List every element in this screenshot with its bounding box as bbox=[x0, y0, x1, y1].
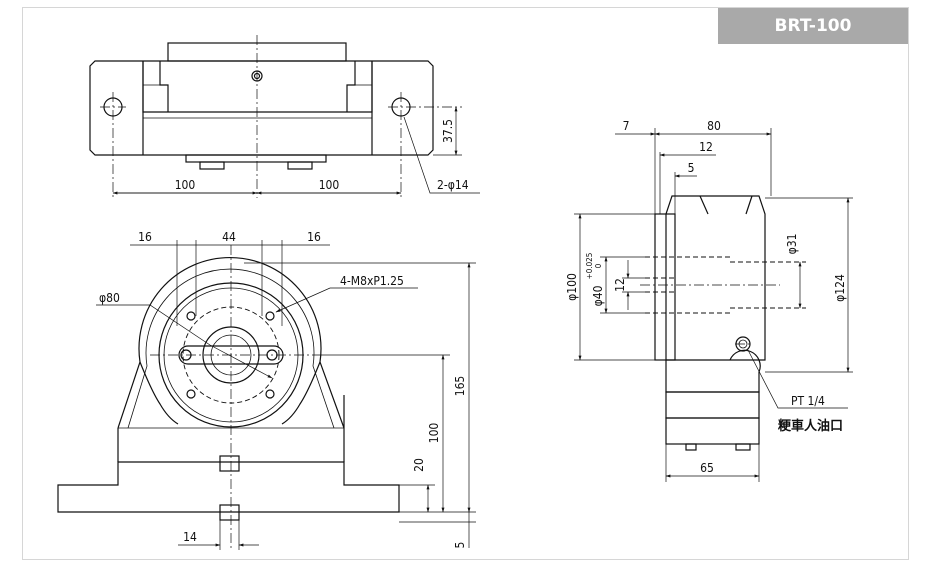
dim-bottom: 5 bbox=[453, 542, 467, 549]
dim-overall-length: 80 bbox=[707, 119, 721, 133]
dim-key: 12 bbox=[613, 278, 627, 292]
dim-thread: 4-M8xP1.25 bbox=[340, 274, 404, 288]
front-housing-outline bbox=[117, 256, 345, 429]
dim-top-right-span: 100 bbox=[319, 178, 340, 192]
dim-top-left-span: 100 bbox=[175, 178, 196, 192]
tapped-hole-icon bbox=[265, 311, 275, 321]
front-view: 16 44 16 φ80 4-M8xP1.25 165 100 20 5 14 bbox=[57, 230, 476, 550]
dim-bore-tol-upper: +0.025 bbox=[585, 253, 594, 280]
dim-total-height: 165 bbox=[453, 376, 467, 397]
dim-slot-width: 14 bbox=[183, 530, 197, 544]
tapped-hole-icon bbox=[186, 311, 196, 321]
dim-bore-tol-lower: 0 bbox=[594, 263, 603, 268]
top-view-base-outline bbox=[89, 60, 434, 156]
dim-base-len: 65 bbox=[700, 461, 714, 475]
dim-top-height: 37.5 bbox=[441, 119, 455, 143]
dim-inner-dia: φ31 bbox=[785, 234, 799, 255]
front-base-outline bbox=[57, 461, 400, 513]
dim-bore-main: φ40 bbox=[591, 285, 605, 306]
dim-hole-offset-left: 16 bbox=[138, 230, 152, 244]
dim-top-holes: 2-φ14 bbox=[437, 178, 469, 192]
side-housing-outline bbox=[665, 195, 766, 361]
port-label: PT 1/4 bbox=[791, 394, 825, 408]
dim-base-height: 20 bbox=[412, 458, 426, 472]
dim-step: 5 bbox=[688, 161, 695, 175]
dim-bore: φ80 bbox=[99, 291, 120, 305]
dim-center-height: 100 bbox=[427, 423, 441, 444]
port-note: 粳車人油口 bbox=[777, 418, 843, 434]
dim-hole-spacing: 44 bbox=[222, 230, 236, 244]
dim-hole-offset-right: 16 bbox=[307, 230, 321, 244]
tapped-hole-icon bbox=[265, 389, 275, 399]
drawing-frame bbox=[22, 7, 909, 560]
dim-outer-dia: φ124 bbox=[833, 274, 847, 302]
dim-shaft-len: 12 bbox=[699, 140, 713, 154]
side-view: 80 7 12 5 φ100 φ40 +0.025 0 12 φ31 φ124 … bbox=[565, 119, 853, 482]
dim-flange: 7 bbox=[623, 119, 630, 133]
model-badge: BRT-100 bbox=[718, 8, 908, 44]
dim-body-dia: φ100 bbox=[565, 273, 579, 301]
tapped-hole-icon bbox=[186, 389, 196, 399]
top-view: 100 100 37.5 2-φ14 bbox=[89, 35, 480, 198]
